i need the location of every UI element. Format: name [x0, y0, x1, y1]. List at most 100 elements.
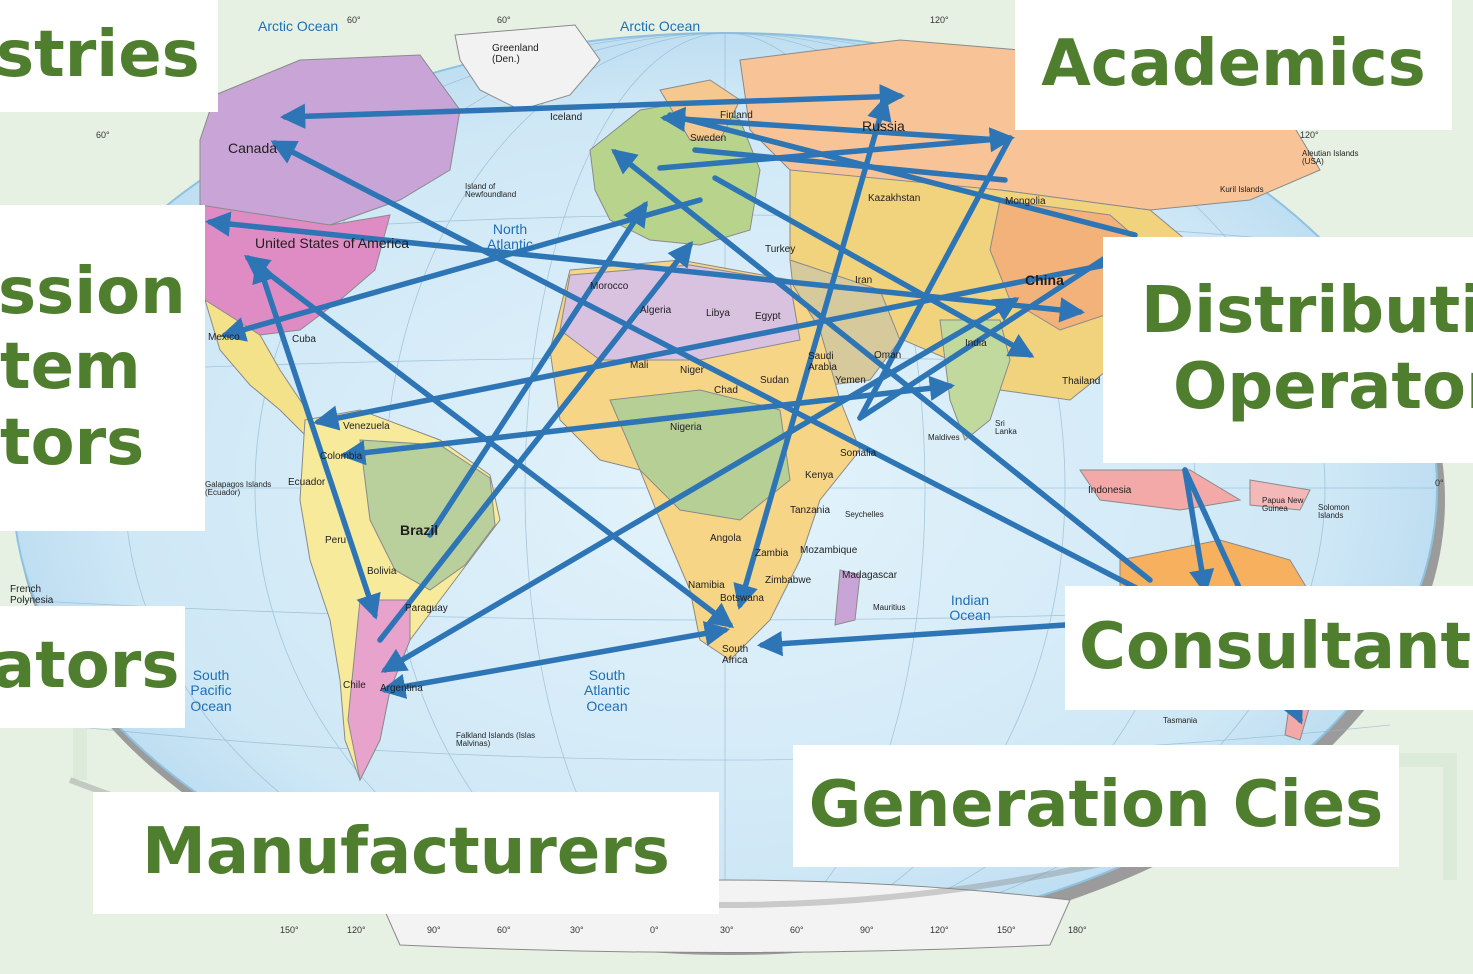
map-label-bolivia: Bolivia: [367, 566, 397, 577]
map-label-canada: Canada: [228, 140, 278, 156]
map-label-aleutian-islands-usa: Aleutian Islands (USA): [1302, 149, 1359, 167]
label-manufacturers: Manufacturers: [93, 792, 719, 914]
ocean-label-arctic-ocean: Arctic Ocean: [620, 18, 701, 34]
map-label-yemen: Yemen: [835, 375, 866, 386]
label-regulators-text: ators: [0, 629, 180, 704]
map-label-sweden: Sweden: [690, 133, 727, 144]
map-label-russia: Russia: [862, 118, 905, 134]
map-label-sri-lanka: Sri Lanka: [995, 419, 1017, 437]
label-manufacturers-text: Manufacturers: [142, 815, 670, 890]
degree-label: 60°: [790, 925, 804, 935]
map-label-french-polynesia: French Polynesia: [10, 584, 54, 606]
map-label-chad: Chad: [714, 385, 738, 396]
map-label-south-africa: South Africa: [722, 644, 749, 666]
map-label-kuril-islands: Kuril Islands: [1220, 185, 1264, 194]
map-label-argentina: Argentina: [380, 683, 423, 694]
map-label-island-of-newfoundland: Island of Newfoundland: [465, 182, 517, 200]
label-transmission-line-3: tors: [0, 405, 145, 480]
label-academics-text: Academics: [1041, 27, 1426, 102]
map-label-solomon-islands: Solomon Islands: [1318, 503, 1350, 521]
map-label-kenya: Kenya: [805, 470, 834, 481]
map-label-nigeria: Nigeria: [670, 422, 702, 433]
degree-label: 150°: [280, 925, 299, 935]
map-label-zimbabwe: Zimbabwe: [765, 575, 812, 586]
connection-arrow: [667, 112, 1138, 238]
ocean-label-south-pacific-ocean: South Pacific Ocean: [190, 667, 232, 714]
map-label-seychelles: Seychelles: [845, 510, 884, 519]
map-label-falkland-islands-islas-malvinas: Falkland Islands (Islas Malvinas): [456, 731, 536, 749]
map-label-cuba: Cuba: [292, 334, 316, 345]
map-label-tanzania: Tanzania: [790, 505, 831, 516]
degree-label: 30°: [570, 925, 584, 935]
label-generation-companies: Generation Cies: [793, 745, 1399, 867]
label-consultants: Consultant: [1065, 586, 1473, 710]
map-label-papua-new-guinea: Papua New Guinea: [1262, 496, 1304, 514]
degree-label: 150°: [997, 925, 1016, 935]
map-label-ecuador: Ecuador: [288, 477, 326, 488]
label-industries: stries: [0, 0, 218, 112]
map-label-tasmania: Tasmania: [1163, 716, 1198, 725]
label-distribution-line-1: Distributi: [1141, 274, 1473, 349]
label-consultants-text: Consultant: [1079, 610, 1472, 685]
map-label-kazakhstan: Kazakhstan: [868, 193, 921, 204]
map-label-mauritius: Mauritius: [873, 603, 906, 612]
degree-label: 60°: [96, 130, 110, 140]
degree-label: 90°: [860, 925, 874, 935]
label-generation-text: Generation Cies: [808, 768, 1384, 843]
connection-arrow: [377, 241, 694, 643]
degree-label: 60°: [347, 15, 361, 25]
map-label-namibia: Namibia: [688, 580, 725, 591]
map-label-mali: Mali: [630, 360, 649, 371]
degree-label: 180°: [1068, 925, 1087, 935]
ocean-label-arctic-ocean: Arctic Ocean: [258, 18, 339, 34]
map-label-niger: Niger: [680, 365, 704, 376]
connection-arrow: [756, 622, 1068, 657]
degree-label: 60°: [497, 925, 511, 935]
map-label-botswana: Botswana: [720, 593, 764, 604]
map-label-venezuela: Venezuela: [343, 421, 390, 432]
map-label-indonesia: Indonesia: [1088, 485, 1132, 496]
connection-arrow: [611, 148, 1153, 583]
label-distribution-line-2: Operator: [1173, 350, 1473, 424]
map-label-galapagos-islands-ecuador: Galapagos Islands (Ecuador): [205, 480, 272, 498]
connection-arrow: [659, 106, 1003, 143]
connection-arrow: [733, 95, 892, 610]
degree-label: 120°: [1300, 130, 1319, 140]
connection-arrow: [857, 135, 1013, 421]
connection-arrow: [857, 255, 1108, 421]
degree-label: 90°: [427, 925, 441, 935]
map-label-finland: Finland: [720, 110, 753, 121]
map-label-maldives: Maldives: [928, 433, 960, 442]
map-label-iran: Iran: [855, 275, 873, 286]
degree-label: 120°: [930, 15, 949, 25]
degree-label: 0°: [1435, 478, 1444, 488]
map-label-madagascar: Madagascar: [842, 570, 898, 581]
map-label-mongolia: Mongolia: [1005, 196, 1046, 207]
map-label-angola: Angola: [710, 533, 742, 544]
map-label-saudi-arabia: Saudi Arabia: [808, 351, 837, 373]
degree-label: 120°: [347, 925, 366, 935]
degree-label: 30°: [720, 925, 734, 935]
ocean-label-north-atlantic: North Atlantic: [487, 221, 533, 253]
connection-arrow: [380, 297, 1020, 673]
label-transmission-line-2: tem: [0, 330, 141, 405]
degree-label: 120°: [930, 925, 949, 935]
map-label-peru: Peru: [325, 535, 347, 546]
degree-label: 0°: [650, 925, 659, 935]
connection-arrow: [252, 257, 381, 620]
map-label-united-states-of-america: United States of America: [255, 235, 410, 251]
map-label-chile: Chile: [343, 680, 366, 691]
degree-label: 60°: [497, 15, 511, 25]
map-label-paraguay: Paraguay: [405, 603, 448, 614]
connection-arrow: [657, 127, 1016, 171]
map-label-morocco: Morocco: [590, 281, 629, 292]
map-label-libya: Libya: [706, 308, 730, 319]
connection-arrow: [427, 200, 648, 538]
connection-arrow: [380, 621, 730, 699]
label-transmission-system-operators: ssion tem tors: [0, 205, 205, 531]
label-industries-text: stries: [0, 18, 200, 93]
map-label-colombia: Colombia: [320, 451, 363, 462]
label-regulators: ators: [0, 606, 185, 728]
